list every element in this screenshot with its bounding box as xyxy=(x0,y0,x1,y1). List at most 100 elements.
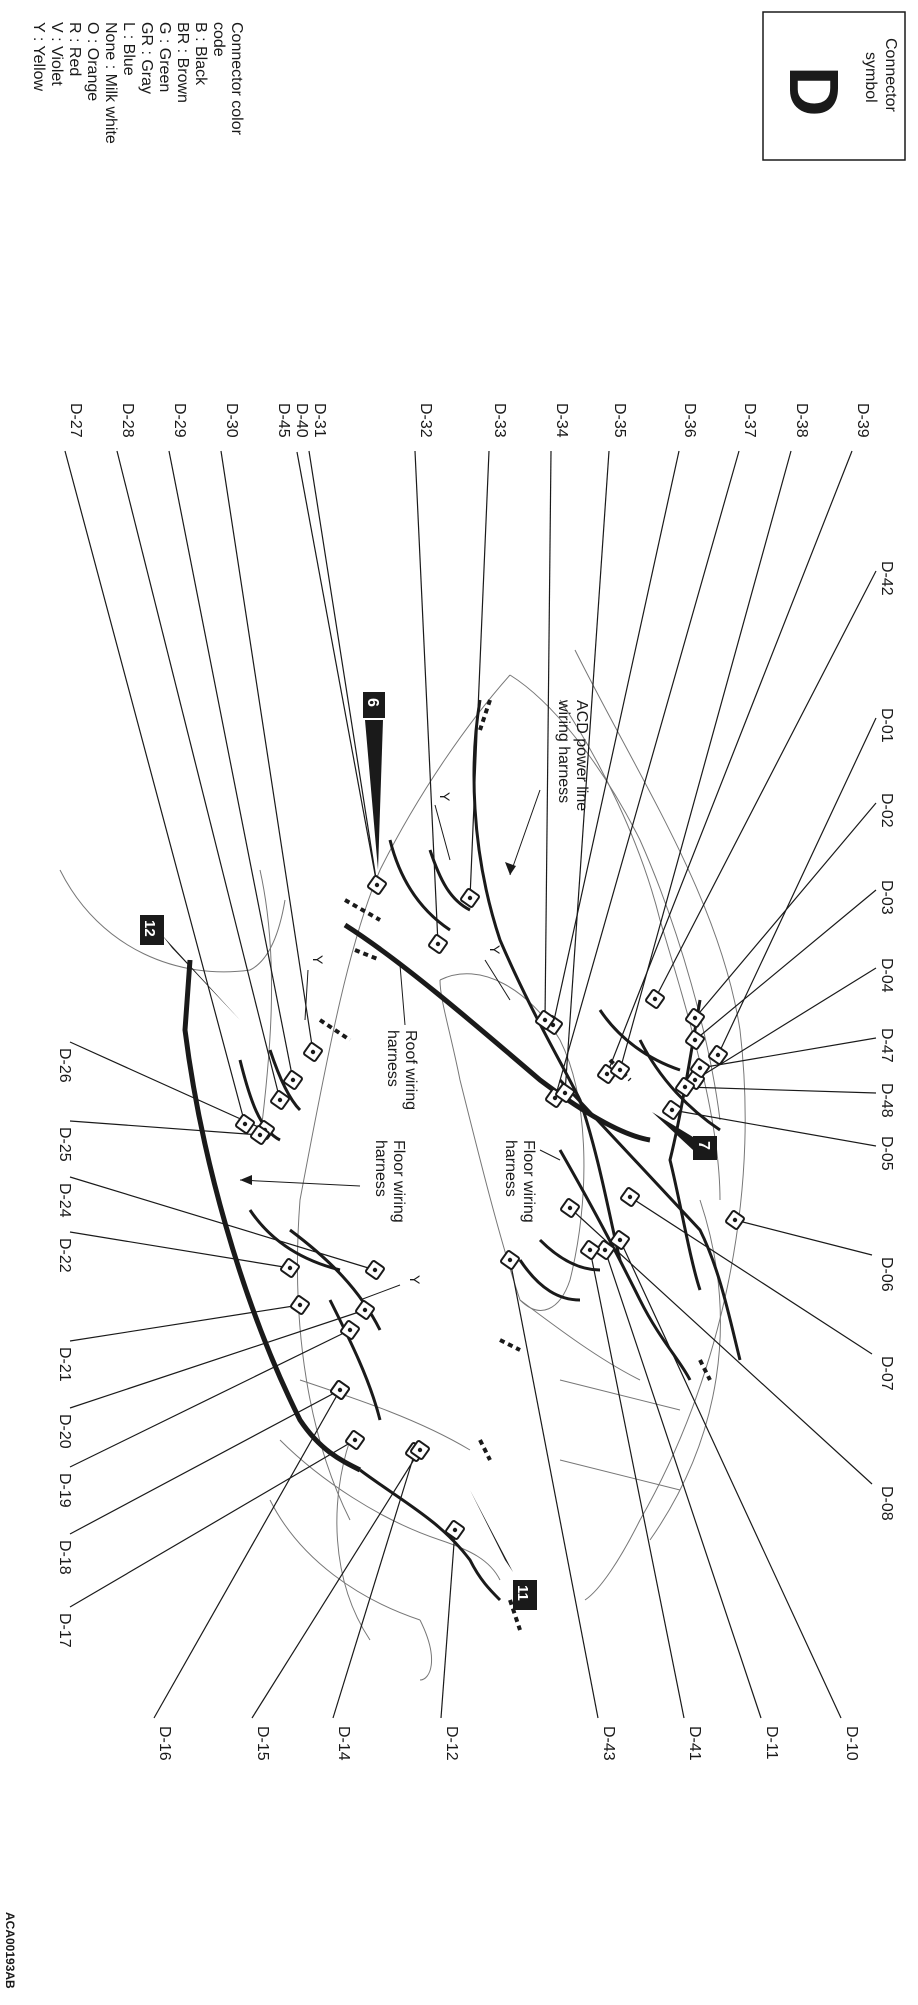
connector-label: D-33 xyxy=(491,403,508,438)
leader-line xyxy=(414,450,439,945)
connector-pin xyxy=(562,1090,568,1096)
leader-line xyxy=(153,1389,341,1719)
connector-pin xyxy=(507,1257,513,1263)
connector-label: D-32 xyxy=(417,403,434,438)
connector-pin xyxy=(257,1132,263,1138)
leader-line xyxy=(694,967,877,1081)
connector-label: D-05 xyxy=(878,1136,895,1171)
connector-shapes xyxy=(235,875,745,1540)
connector-label: D-37 xyxy=(741,403,758,438)
connector-label: D-03 xyxy=(878,880,895,915)
front-harness xyxy=(668,999,702,1291)
legend-item: G : Green xyxy=(156,22,173,92)
leader-line xyxy=(69,1176,376,1271)
leader-line xyxy=(509,1259,599,1719)
color-tags: Y Y Y Y xyxy=(304,792,511,1301)
marker-7: 7 xyxy=(652,1112,717,1160)
connector-label: D-35 xyxy=(611,403,628,438)
connector-label: D-42 xyxy=(878,561,895,596)
connector-label: D-26 xyxy=(56,1048,73,1083)
leader-line xyxy=(69,1231,291,1269)
leader-line xyxy=(564,450,610,1094)
connector-label: D-29 xyxy=(171,403,188,438)
leader-line xyxy=(554,450,740,1099)
leader-line xyxy=(296,451,378,886)
leader-line xyxy=(251,1449,421,1719)
harness-labels: ACD power line wiring harness Roof wirin… xyxy=(239,699,590,1223)
figure-id: ACA00193AB xyxy=(3,1912,17,1989)
legend-item: GR : Gray xyxy=(138,22,155,94)
color-tag-y: Y xyxy=(487,945,503,955)
connector-label: D-10 xyxy=(843,1726,860,1761)
leader-line xyxy=(69,1389,341,1535)
leader-line xyxy=(220,450,314,1053)
svg-text:12: 12 xyxy=(141,920,158,937)
connector-label: D-36 xyxy=(681,403,698,438)
leader-line xyxy=(619,450,792,1071)
connector-label: D-18 xyxy=(56,1540,73,1575)
connector-label: D-22 xyxy=(56,1238,73,1273)
connector-label: D-19 xyxy=(56,1473,73,1508)
markers: 6 7 11 12 xyxy=(140,692,717,1610)
leader-line xyxy=(116,450,281,1101)
connector-label: D-47 xyxy=(878,1028,895,1063)
connector-label: D-48 xyxy=(878,1083,895,1118)
connector-label: D-39 xyxy=(854,403,871,438)
connector-label: D-40 xyxy=(293,403,310,438)
symbol-title-line2: symbol xyxy=(862,52,879,103)
leader-line xyxy=(694,802,877,1019)
connector-label: D-20 xyxy=(56,1414,73,1449)
floor-harness-label-upper-line2: harness xyxy=(502,1140,519,1197)
connector-pin xyxy=(417,1447,423,1453)
svg-text:11: 11 xyxy=(514,1585,531,1601)
connector-label: D-41 xyxy=(686,1726,703,1761)
leader-line xyxy=(619,1239,842,1719)
leader-line xyxy=(308,450,378,886)
connector-label: D-31 xyxy=(311,403,328,438)
legend-item: BR : Brown xyxy=(174,22,191,103)
connector-pin xyxy=(310,1049,316,1055)
connector-pin xyxy=(337,1387,343,1393)
connector-label: D-24 xyxy=(56,1183,73,1218)
connector-pin xyxy=(552,1095,558,1101)
connector-label: D-17 xyxy=(56,1613,73,1648)
leader-line xyxy=(699,1037,877,1069)
connector-pin xyxy=(362,1307,368,1313)
connector-label: D-15 xyxy=(254,1726,271,1761)
connector-pin xyxy=(435,941,441,947)
connector-pin xyxy=(715,1052,721,1058)
connector-label: D-45 xyxy=(275,403,292,438)
leader-line xyxy=(69,1120,261,1136)
connector-pin xyxy=(732,1217,738,1223)
floor-harness-rear xyxy=(359,1468,502,1602)
marker-12: 12 xyxy=(140,915,240,1020)
connector-label: D-11 xyxy=(763,1726,780,1760)
leader-line xyxy=(69,1304,301,1342)
connector-label: D-27 xyxy=(67,403,84,438)
connector-label: D-21 xyxy=(56,1347,73,1382)
connector-pin xyxy=(242,1121,248,1127)
symbol-letter: D xyxy=(775,66,853,117)
leader-line xyxy=(694,889,877,1041)
connector-label: D-14 xyxy=(335,1726,352,1761)
floor-harness-right xyxy=(558,1149,692,1381)
connector-pin xyxy=(604,1071,610,1077)
leader-line xyxy=(544,450,552,1021)
connector-pin xyxy=(352,1437,358,1443)
connector-label: D-34 xyxy=(553,403,570,438)
marker-11: 11 xyxy=(470,1490,537,1610)
svg-text:7: 7 xyxy=(695,1141,712,1150)
connector-pin xyxy=(617,1067,623,1073)
floor-harness-label-upper-line1: Floor wiring xyxy=(520,1140,537,1223)
leader-line xyxy=(69,1329,351,1468)
connector-label: D-04 xyxy=(878,958,895,993)
connector-pin xyxy=(567,1205,573,1211)
color-code-legend: Connector color code B : Black BR : Brow… xyxy=(30,22,245,144)
leader-line xyxy=(684,1086,877,1094)
connector-pin xyxy=(692,1037,698,1043)
harness-bundles xyxy=(182,699,742,1602)
legend-item: Y : Yellow xyxy=(30,22,47,92)
connector-pin xyxy=(287,1265,293,1271)
